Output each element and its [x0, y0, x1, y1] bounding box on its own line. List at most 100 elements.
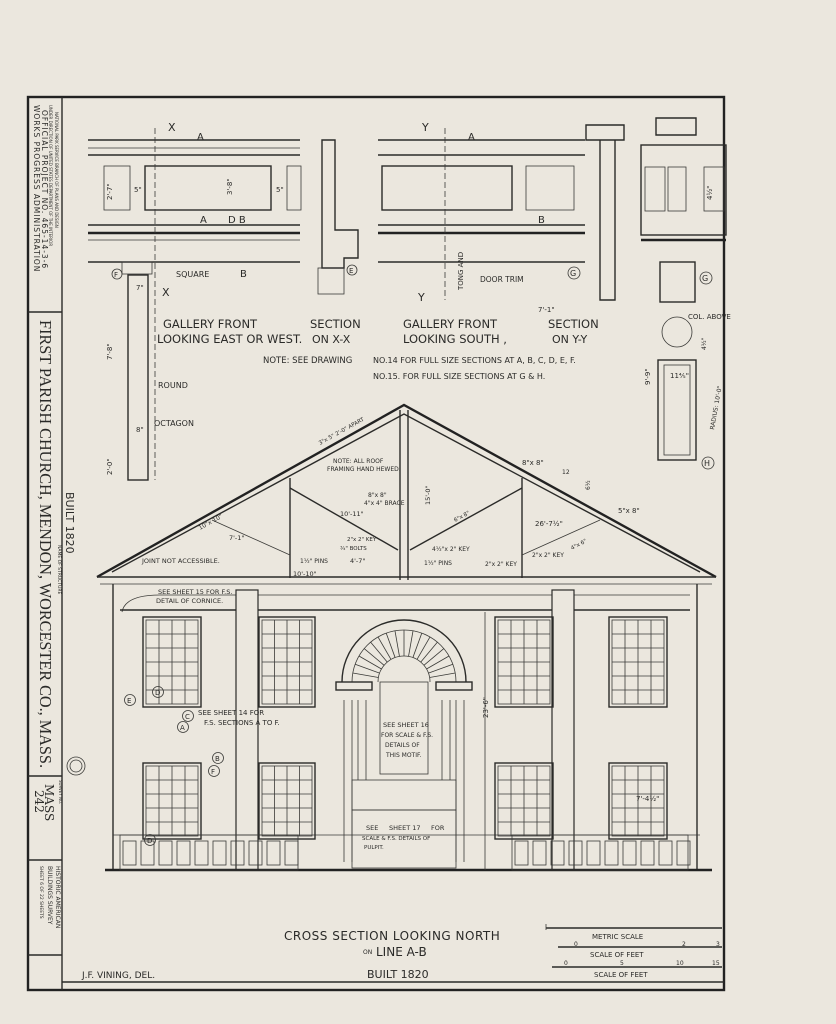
- label-octagon: OCTAGON: [154, 419, 194, 428]
- marker-y-bottom: Y: [417, 291, 425, 304]
- wpa-line-1: WORKS PROGRESS ADMINISTRATION: [32, 105, 41, 272]
- feet-tick-0: 0: [564, 960, 568, 967]
- section-marker-label: A: [180, 724, 185, 732]
- metric-tick-2: 2: [682, 941, 686, 948]
- ann-2x2-key-left: 2"x 2" KEY: [347, 537, 377, 543]
- sheet17-for: FOR: [431, 824, 445, 832]
- marker-a-mid: A: [200, 215, 207, 226]
- dim-8: 8": [136, 426, 144, 434]
- label-tong-and: TONG AND: [457, 252, 465, 291]
- title-block: WORKS PROGRESS ADMINISTRATION OFFICIAL P…: [32, 105, 86, 928]
- label-col-above: COL. ABOVE: [688, 313, 731, 321]
- gallery-front-south: Y Y A B TONG AND DOOR TRIM G 7'-1": [378, 121, 625, 314]
- window: [142, 762, 202, 840]
- sheet-frame: [26, 95, 726, 992]
- metric-tick-3: 3: [716, 941, 720, 948]
- marker-f: F: [114, 271, 118, 279]
- section-marker-label: D: [147, 837, 152, 845]
- feet-scale-label-1: SCALE OF FEET: [590, 951, 644, 959]
- fanlight-ray: [352, 672, 379, 678]
- cornice-note-1: SEE SHEET 15 FOR F.S.: [158, 588, 232, 596]
- dim-4-half: 4½": [706, 186, 714, 200]
- metric-tick-0: 0: [574, 941, 578, 948]
- fanlight-ray: [429, 672, 456, 678]
- ann-pitch-6: 6½: [585, 480, 592, 490]
- fanlight-ray: [423, 648, 445, 666]
- marker-db: D B: [228, 215, 246, 226]
- sheet17-see: SEE: [366, 824, 378, 832]
- dim-5-right: 5": [276, 186, 284, 194]
- ann-26-7: 26'-7½": [535, 520, 563, 528]
- fanlight-ray: [420, 641, 438, 663]
- marker-x-bottom: X: [162, 286, 170, 299]
- cross-section-annotations: 3"x 5" 2'-0" APART NOTE: ALL ROOF FRAMIN…: [124, 417, 659, 851]
- section-marker-label: D: [155, 689, 160, 697]
- joint-note: JOINT NOT ACCESSIBLE.: [141, 557, 220, 565]
- window: [258, 762, 316, 840]
- feet-tick-5: 5: [620, 960, 624, 967]
- dim-5-left: 5": [134, 186, 142, 194]
- ann-7-1: 7'-1": [229, 534, 244, 542]
- cornice-note-2: DETAIL OF CORNICE.: [156, 597, 223, 605]
- ann-15-0: 15'-0": [424, 485, 432, 505]
- label-radius: RADIUS: 10'-0": [709, 385, 724, 430]
- dim-4-half-b: 4½": [701, 337, 708, 350]
- footer: CROSS SECTION LOOKING NORTH ON LINE A-B …: [81, 924, 722, 981]
- sheet17-sheet: SHEET 17: [389, 824, 421, 832]
- marker-h: H: [704, 459, 710, 468]
- left-title-2: LOOKING EAST OR WEST.: [157, 332, 302, 346]
- section-marker: F: [208, 765, 220, 777]
- gallery-front-east-west: X X A A D B B SQUARE ROUND OCTAGON F 2'-…: [88, 121, 302, 481]
- ann-5x8: 5"x 8": [618, 507, 640, 515]
- marker-b-south: B: [538, 215, 545, 226]
- marker-x-top: X: [168, 121, 176, 134]
- ann-2x2-key-mid: 2"x 2" KEY: [485, 561, 517, 568]
- section-marker: C: [182, 710, 194, 722]
- dim-2-0: 2'-0": [106, 458, 114, 475]
- yy-title-2: ON Y-Y: [552, 333, 587, 346]
- fanlight-rays: [352, 630, 456, 678]
- ann-10x10: 10"x 10": [198, 513, 225, 532]
- window-dim: 7'-4½": [636, 795, 659, 803]
- pew-row: [119, 834, 299, 871]
- pew-row: [511, 834, 691, 871]
- sheet16-note-1: SEE SHEET 16: [383, 721, 429, 729]
- marker-g-left: G: [570, 269, 576, 278]
- marker-g-right: G: [702, 274, 708, 283]
- window: [142, 616, 202, 708]
- dim-7: 7": [136, 284, 144, 292]
- ann-bolts: ¾" BOLTS: [340, 546, 367, 552]
- left-title-1: GALLERY FRONT: [163, 317, 258, 331]
- footer-subtitle: LINE A-B: [376, 945, 427, 959]
- ann-10-11: 10'-11": [340, 510, 364, 518]
- fanlight-ray: [358, 655, 382, 670]
- label-square: SQUARE: [176, 270, 209, 279]
- window: [608, 762, 668, 840]
- footer-subtitle-on: ON: [363, 949, 372, 956]
- section-marker-label: B: [215, 755, 220, 763]
- ann-4-7: 4'-7": [350, 557, 365, 565]
- ann-pins-left: 1½" PINS: [300, 558, 328, 565]
- habs-line-1: HISTORIC AMERICAN: [54, 866, 61, 928]
- fanlight-ray: [377, 636, 392, 660]
- sheet14-note-2: F.S. SECTIONS A TO F.: [204, 719, 280, 727]
- mid-title-2: LOOKING SOUTH ,: [403, 332, 507, 346]
- fanlight-ray: [394, 630, 400, 657]
- ann-4-2-key: 4½"x 2" KEY: [432, 546, 470, 553]
- sheet16-note-3: DETAILS OF: [385, 742, 420, 749]
- marker-a-top: A: [197, 132, 204, 143]
- marker-y-top: Y: [421, 121, 429, 134]
- mid-title-1: GALLERY FRONT: [403, 317, 498, 331]
- fanlight-ray: [426, 655, 450, 670]
- dim-3-8: 3'-8": [226, 178, 234, 195]
- fanlight-ray: [363, 648, 385, 666]
- feet-tick-15: 15: [712, 960, 720, 967]
- pews: [119, 834, 691, 871]
- feet-scale-label-2: SCALE OF FEET: [594, 971, 648, 979]
- ann-pins-right: 1½" PINS: [424, 560, 452, 567]
- note-line-2: NO.15. FOR FULL SIZE SECTIONS AT G & H.: [373, 372, 545, 381]
- section-marker: D: [152, 686, 164, 698]
- fanlight-ray: [354, 663, 380, 674]
- roof-note-2: FRAMING HAND HEWED.: [327, 466, 401, 473]
